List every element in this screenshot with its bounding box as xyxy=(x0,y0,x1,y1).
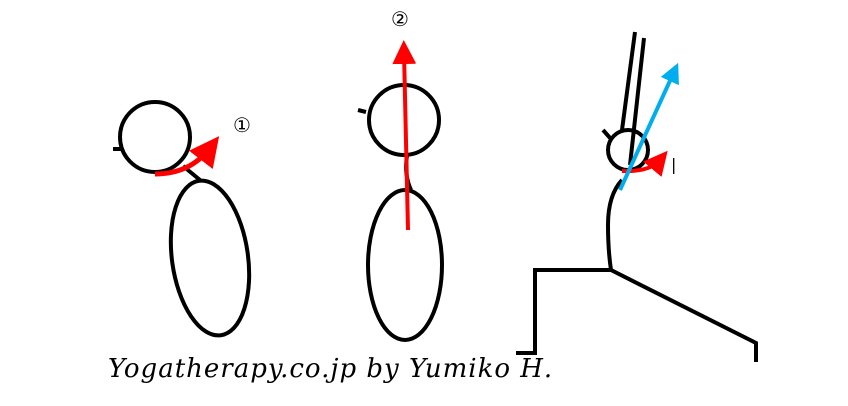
spine xyxy=(605,178,624,271)
credit-text: Yogatherapy.co.jp by Yumiko H. xyxy=(108,354,554,384)
red-rotation-arrow xyxy=(154,136,220,177)
body xyxy=(366,188,444,342)
figure-2 xyxy=(357,40,444,342)
body xyxy=(168,178,252,338)
red-extension-arrow xyxy=(392,40,417,231)
step-2-label: ② xyxy=(391,7,409,31)
blue-direction-arrow xyxy=(618,62,679,191)
nose xyxy=(357,108,367,114)
head xyxy=(606,128,650,172)
figure-1 xyxy=(113,100,252,338)
arm-1 xyxy=(620,31,637,131)
tick-mark: | xyxy=(671,155,676,174)
step-1-label: ① xyxy=(233,113,251,137)
floor-and-legs xyxy=(516,268,758,362)
nose xyxy=(601,128,613,141)
head xyxy=(118,100,192,174)
arm-2 xyxy=(628,37,646,166)
figure-3 xyxy=(516,31,758,362)
